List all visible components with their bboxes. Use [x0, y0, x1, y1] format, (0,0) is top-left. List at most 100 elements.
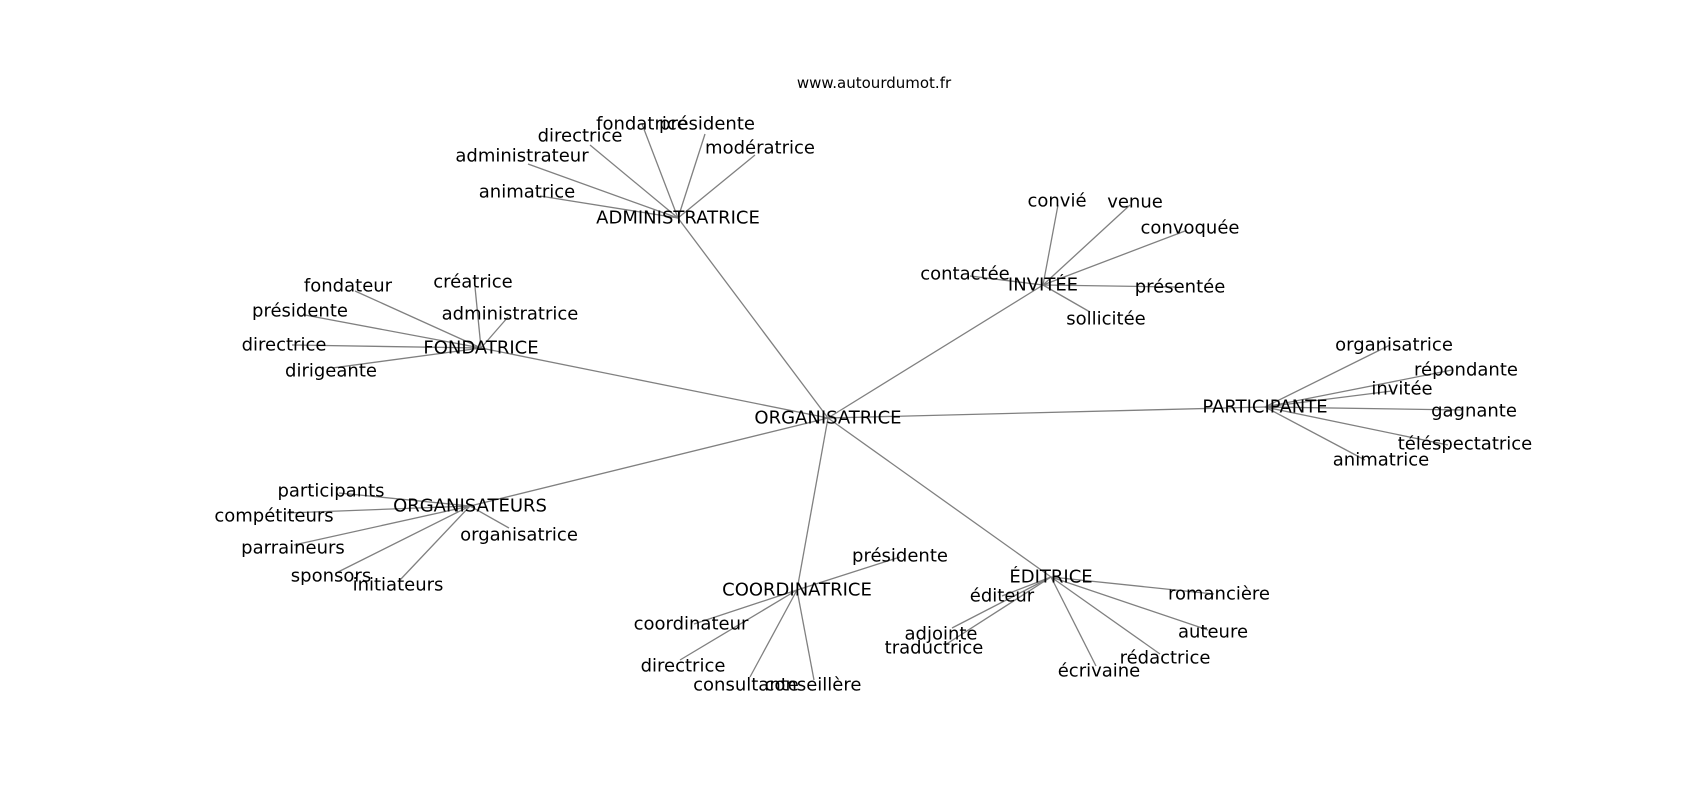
leaf-node[interactable]: présidente — [252, 301, 348, 322]
leaf-node[interactable]: conseillère — [765, 675, 862, 696]
edge-center-coordinatrice — [796, 417, 829, 591]
leaf-node[interactable]: romancière — [1168, 584, 1270, 605]
edge-organisateurs-leaf-5 — [399, 505, 471, 581]
edge-editrice-leaf-0 — [1001, 576, 1052, 597]
watermark: www.autourdumot.fr — [797, 74, 952, 92]
edge-participante-leaf-1 — [1264, 369, 1453, 408]
leaf-node[interactable]: éditeur — [970, 586, 1035, 607]
edge-center-organisateurs — [469, 417, 829, 507]
leaf-node[interactable]: animatrice — [479, 182, 575, 203]
edge-coordinatrice-leaf-4 — [796, 589, 815, 681]
edge-organisateurs-leaf-2 — [469, 505, 510, 529]
edge-organisateurs-leaf-3 — [293, 505, 471, 546]
edge-invitee-leaf-5 — [1042, 284, 1091, 313]
edge-editrice-leaf-6 — [1050, 576, 1097, 667]
edge-center-administratrice — [677, 217, 829, 419]
leaf-node[interactable]: sponsors — [291, 566, 371, 587]
leaf-node[interactable]: dirigeante — [285, 361, 377, 382]
edge-coordinatrice-leaf-2 — [679, 589, 798, 661]
edge-fondatrice-leaf-0 — [474, 286, 482, 349]
leaf-node[interactable]: directrice — [242, 335, 327, 356]
hub-node-organisateurs[interactable]: ORGANISATEURS — [393, 496, 547, 517]
leaf-node[interactable]: initiateurs — [353, 575, 444, 596]
leaf-node[interactable]: invitée — [1371, 379, 1432, 400]
leaf-node[interactable]: auteure — [1178, 622, 1248, 643]
leaf-node[interactable]: compétiteurs — [214, 506, 333, 527]
hub-node-participante[interactable]: PARTICIPANTE — [1202, 397, 1327, 418]
leaf-node[interactable]: sollicitée — [1066, 309, 1146, 330]
leaf-node[interactable]: consultante — [693, 675, 799, 696]
leaf-node[interactable]: directrice — [538, 126, 623, 147]
edge-coordinatrice-leaf-1 — [693, 589, 798, 625]
leaf-node[interactable]: présidente — [852, 546, 948, 567]
edge-fondatrice-leaf-1 — [354, 290, 482, 349]
leaf-node[interactable]: rédactrice — [1120, 648, 1211, 669]
edge-editrice-leaf-5 — [1050, 576, 1161, 655]
edge-coordinatrice-leaf-0 — [796, 556, 901, 591]
edge-invitee-leaf-0 — [1042, 204, 1059, 286]
leaf-node[interactable]: directrice — [641, 656, 726, 677]
edge-invitee-leaf-1 — [1042, 204, 1131, 286]
edge-administratrice-leaf-1 — [677, 133, 706, 219]
edge-participante-leaf-2 — [1264, 390, 1393, 408]
leaf-node[interactable]: écrivaine — [1058, 661, 1141, 682]
leaf-node[interactable]: convié — [1027, 191, 1086, 212]
edge-center-participante — [827, 406, 1266, 419]
edge-administratrice-leaf-3 — [677, 154, 756, 219]
edge-fondatrice-leaf-4 — [291, 344, 482, 349]
leaf-node[interactable]: créatrice — [433, 272, 512, 293]
edge-organisateurs-leaf-4 — [337, 505, 471, 573]
edge-organisateurs-leaf-0 — [338, 492, 471, 507]
edge-administratrice-leaf-4 — [527, 163, 679, 219]
leaf-node[interactable]: répondante — [1414, 360, 1518, 381]
leaf-node[interactable]: fondatrice — [596, 114, 688, 135]
leaf-node[interactable]: présidente — [659, 114, 755, 135]
edge-organisateurs-leaf-1 — [286, 505, 471, 514]
hub-node-fondatrice[interactable]: FONDATRICE — [423, 338, 538, 359]
leaf-node[interactable]: organisatrice — [1335, 335, 1453, 356]
edge-fondatrice-leaf-5 — [331, 347, 482, 369]
edges — [286, 123, 1463, 681]
leaf-node[interactable]: gagnante — [1431, 401, 1517, 422]
edge-administratrice-leaf-2 — [589, 144, 679, 219]
leaf-node[interactable]: participants — [277, 481, 384, 502]
hub-node-editrice[interactable]: ÉDITRICE — [1009, 566, 1092, 588]
leaf-node[interactable]: administratrice — [442, 304, 579, 325]
edge-center-editrice — [827, 417, 1052, 578]
edge-invitee-leaf-3 — [969, 275, 1044, 286]
leaf-node[interactable]: modératrice — [705, 138, 815, 159]
hub-node-invitee[interactable]: INVITÉE — [1008, 274, 1078, 296]
edge-invitee-leaf-2 — [1042, 230, 1186, 286]
leaf-node[interactable]: téléspectatrice — [1398, 434, 1533, 455]
center-node[interactable]: ORGANISATRICE — [754, 408, 901, 429]
edge-editrice-leaf-2 — [951, 576, 1052, 629]
leaf-node[interactable]: fondateur — [304, 276, 393, 297]
edge-editrice-leaf-4 — [1050, 576, 1209, 631]
leaf-node[interactable]: présentée — [1135, 277, 1226, 298]
leaf-node[interactable]: coordinateur — [634, 614, 749, 635]
leaf-node[interactable]: organisatrice — [460, 525, 578, 546]
edge-administratrice-leaf-0 — [641, 123, 679, 219]
leaf-node[interactable]: animatrice — [1333, 450, 1429, 471]
hub-node-coordinatrice[interactable]: COORDINATRICE — [722, 580, 872, 601]
edge-participante-leaf-3 — [1264, 406, 1463, 411]
leaf-node[interactable]: traductrice — [885, 638, 984, 659]
edge-center-fondatrice — [480, 347, 829, 419]
edge-editrice-leaf-1 — [1050, 576, 1215, 595]
leaf-node[interactable]: convoquée — [1141, 218, 1240, 239]
leaf-node[interactable]: venue — [1107, 192, 1163, 213]
hub-node-administratrice[interactable]: ADMINISTRATRICE — [596, 208, 760, 229]
edge-editrice-leaf-3 — [944, 576, 1052, 646]
leaf-node[interactable]: adjointe — [904, 624, 977, 645]
edge-center-invitee — [827, 284, 1044, 419]
edge-invitee-leaf-4 — [1042, 284, 1176, 288]
leaf-node[interactable]: administrateur — [455, 146, 589, 167]
edge-administratrice-leaf-5 — [539, 195, 679, 219]
edge-fondatrice-leaf-3 — [480, 316, 509, 349]
edge-participante-leaf-4 — [1264, 406, 1449, 446]
leaf-node[interactable]: parraineurs — [241, 538, 345, 559]
leaf-node[interactable]: contactée — [920, 264, 1010, 285]
edge-coordinatrice-leaf-3 — [749, 589, 798, 678]
labels: fondatriceprésidentedirectricemodératric… — [214, 114, 1532, 696]
